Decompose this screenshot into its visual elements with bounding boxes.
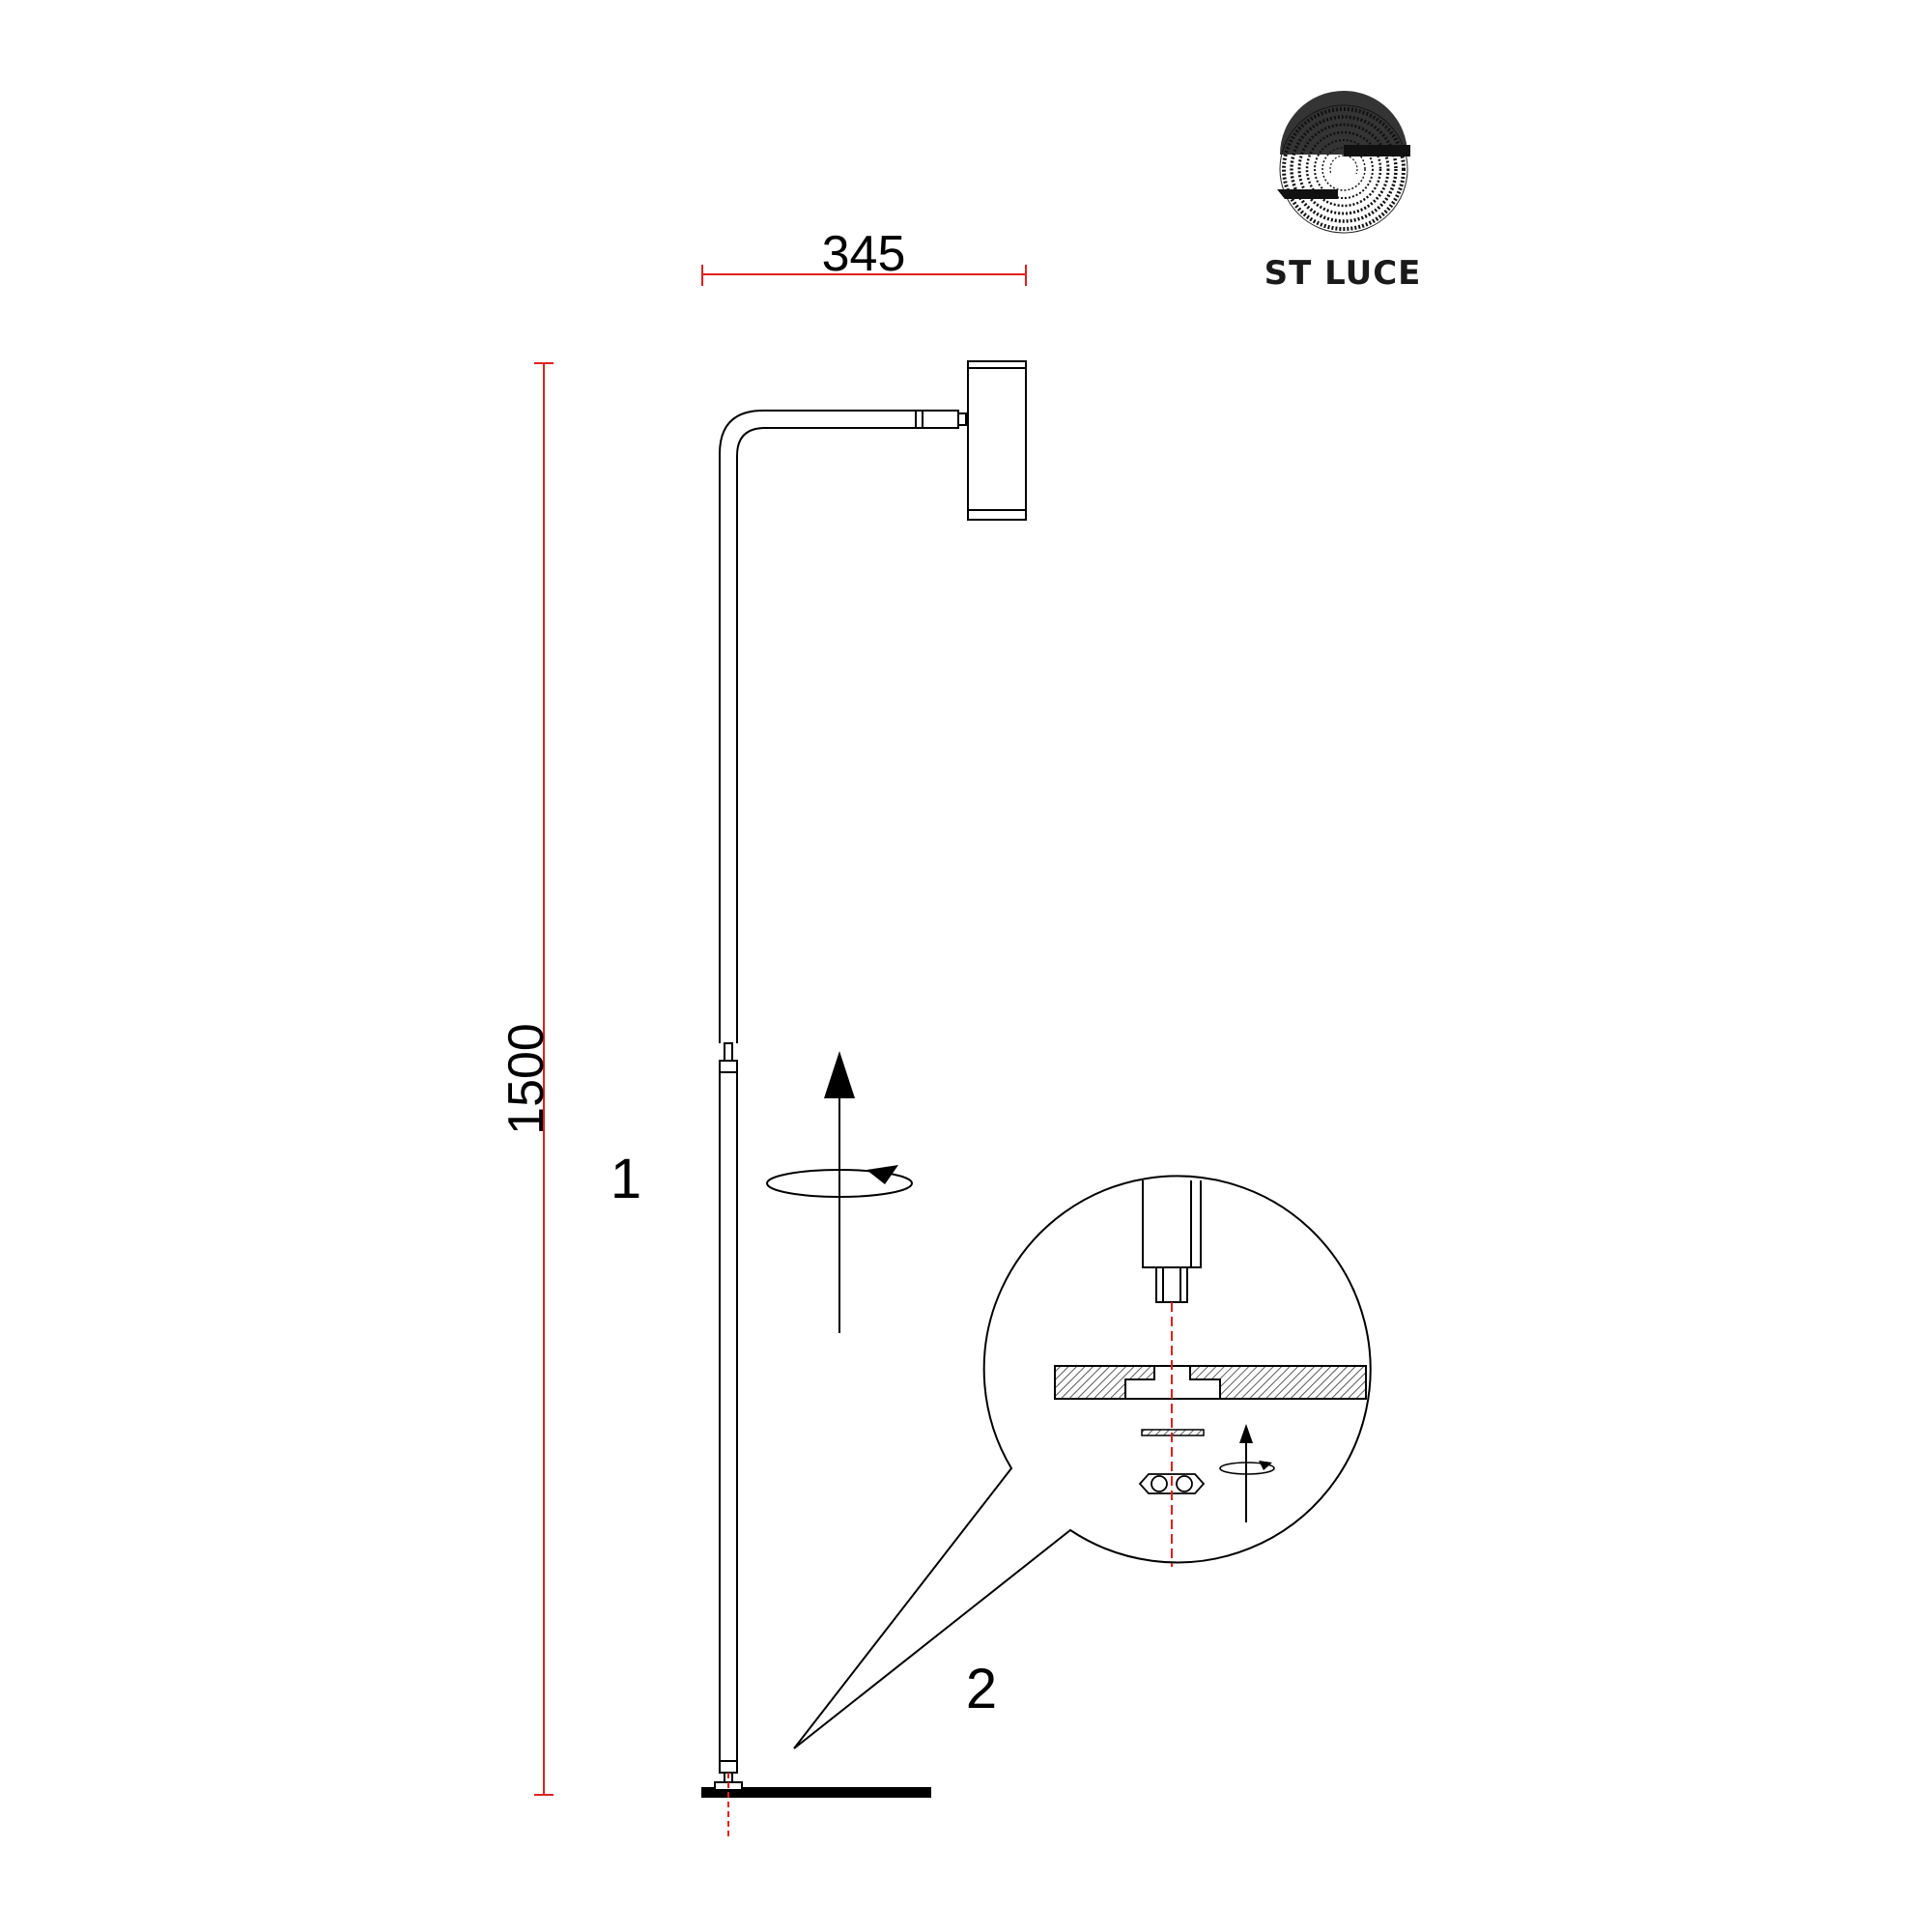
floor-lamp — [701, 360, 1027, 1798]
rotate-clockwise-icon — [766, 1169, 913, 1198]
lamp-base — [701, 1787, 931, 1798]
step-1-label: 1 — [611, 1148, 641, 1210]
height-dimension: 1500 — [498, 362, 554, 1796]
detail-pole-end — [1142, 1180, 1202, 1303]
arrow-up-icon — [824, 1051, 855, 1098]
brand-name: ST LUCE — [1264, 254, 1422, 293]
rotate-small-icon — [1219, 1462, 1275, 1475]
detail-base-plate-section — [1054, 1365, 1367, 1400]
width-dimension: 345 — [701, 226, 1027, 286]
lamp-arm — [719, 410, 916, 1043]
assembly-rotate-arrow — [766, 1051, 913, 1333]
st-luce-spiral-logo-icon — [1277, 91, 1410, 234]
height-dimension-label: 1500 — [498, 1023, 554, 1135]
detail-screw-up-arrow — [1219, 1424, 1275, 1522]
step-2-label: 2 — [966, 1658, 997, 1720]
brand-logo: ST LUCE — [1264, 91, 1422, 293]
arrow-up-small-icon — [1239, 1424, 1253, 1443]
width-dimension-label: 345 — [822, 226, 906, 282]
lamp-head — [967, 360, 1027, 521]
detail-callout — [793, 1175, 1372, 1749]
lamp-lower-pole — [719, 1060, 738, 1774]
